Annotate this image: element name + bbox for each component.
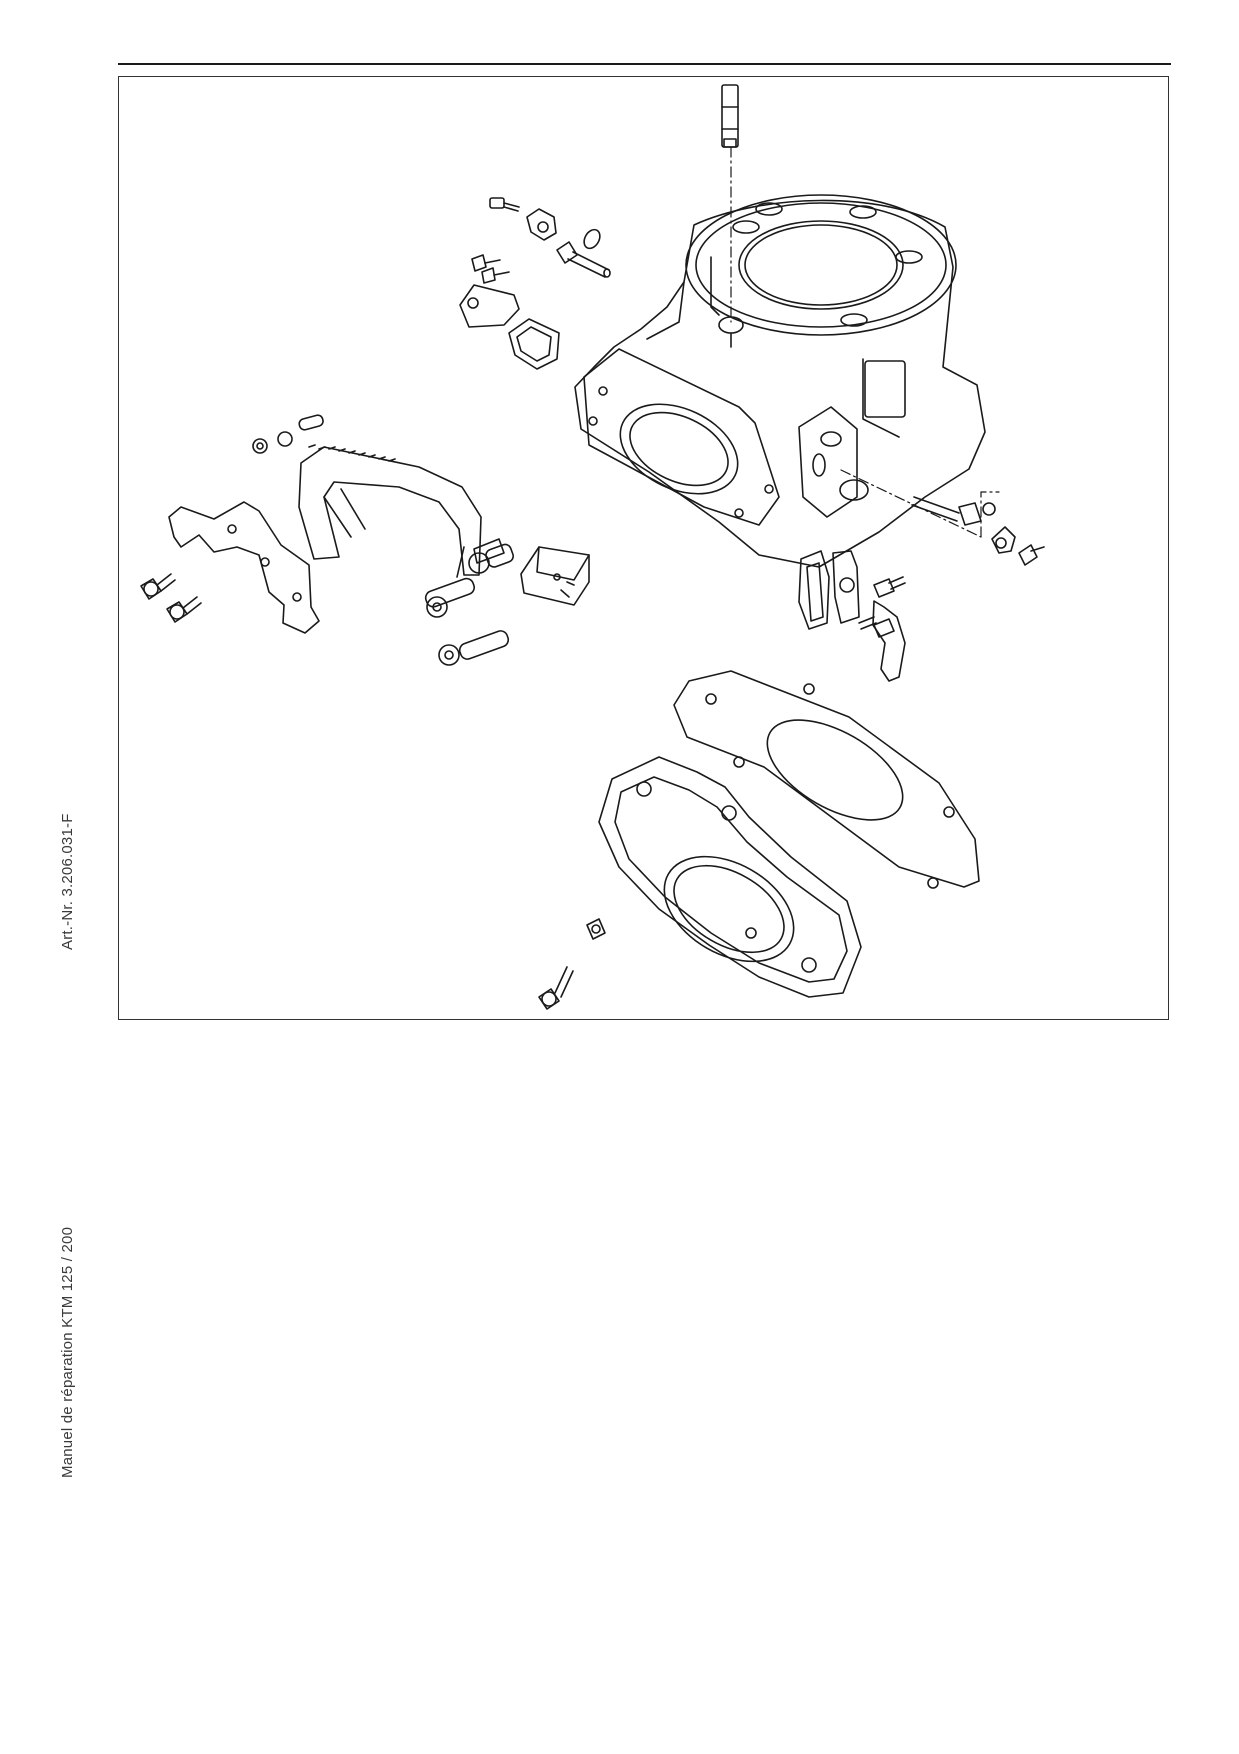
- cylinder: [574, 194, 986, 568]
- cylinder-base-gasket: [673, 670, 980, 889]
- exhaust-valve-cover-right: [798, 550, 906, 682]
- manual-title-label: Manuel de réparation KTM 125 / 200: [59, 1226, 76, 1478]
- screws-bottom: [538, 918, 606, 1010]
- screws-top-left: [471, 197, 520, 284]
- control-lever: [168, 501, 320, 634]
- gear-segment: [252, 414, 482, 578]
- reed-intake-flange: [598, 756, 862, 998]
- article-number-label: Art.-Nr. 3.206.031-F: [59, 813, 76, 950]
- cover-top-left: [459, 208, 611, 370]
- screws-left: [140, 573, 202, 623]
- assembly-axis-lines: [730, 146, 1000, 538]
- exploded-view-drawing: [140, 84, 1045, 1010]
- exhaust-control-rod: [721, 84, 739, 148]
- exhaust-flange-right: [911, 496, 1045, 566]
- top-rule: [118, 63, 1171, 65]
- exploded-view-figure: [118, 76, 1169, 1020]
- exhaust-valve-slides: [424, 538, 590, 666]
